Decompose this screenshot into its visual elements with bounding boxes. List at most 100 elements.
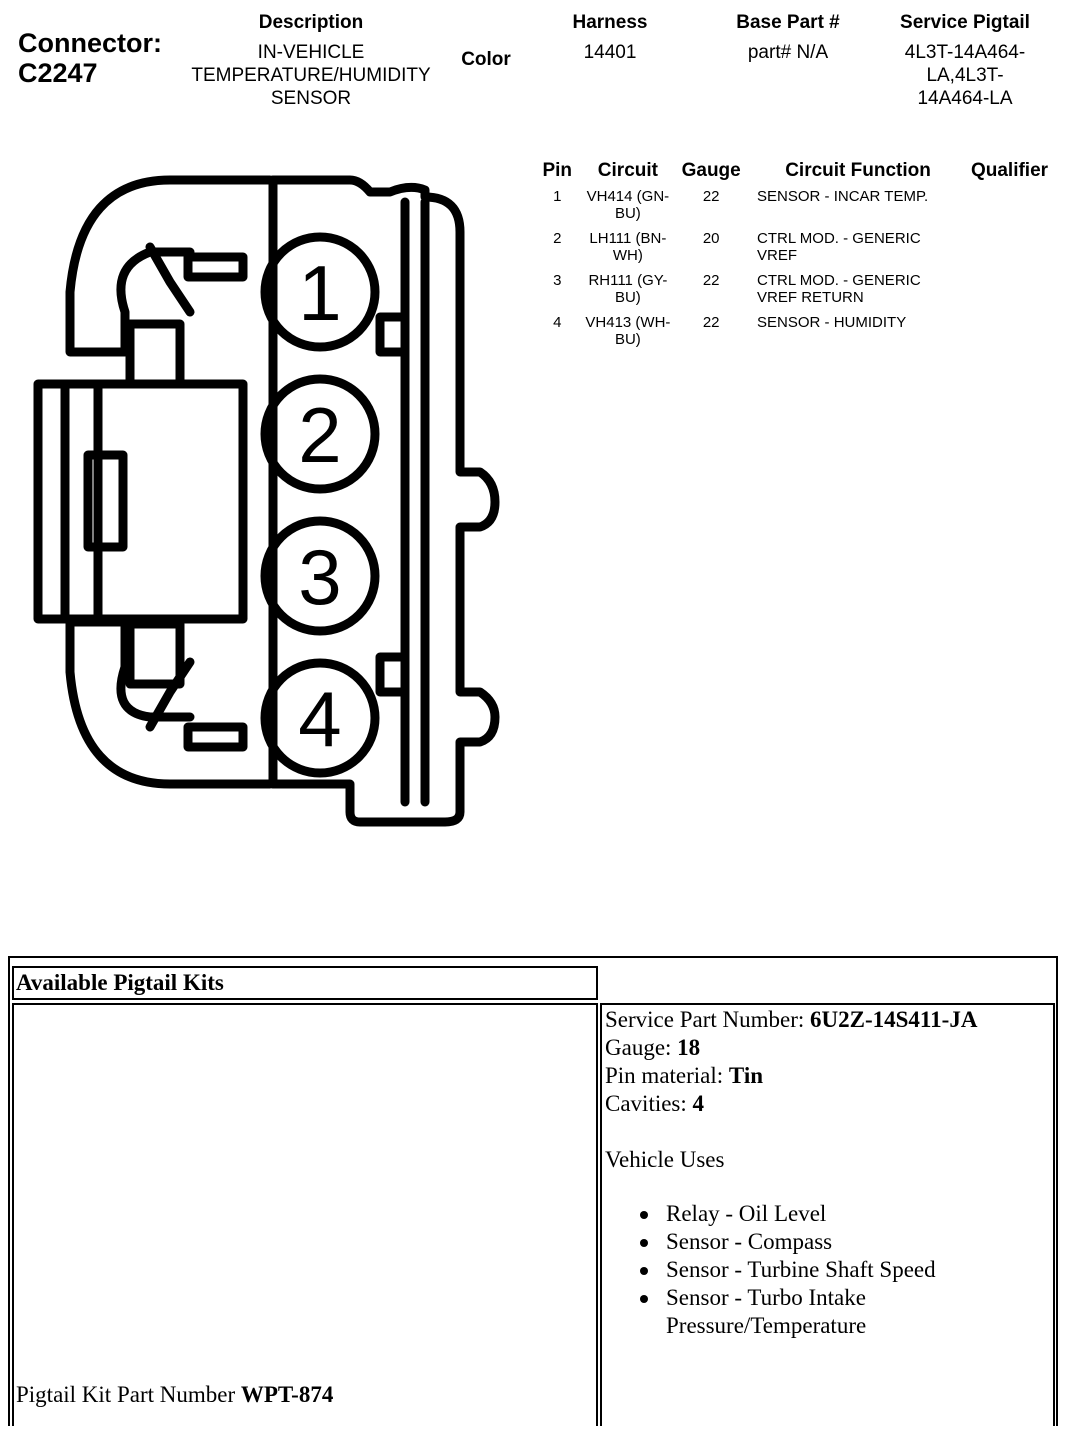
qualifier-cell xyxy=(959,188,1060,230)
pigtail-image-cell xyxy=(12,1003,598,1426)
harness-value: 14401 xyxy=(583,42,637,63)
pin-cell: 1 xyxy=(553,188,562,205)
qualifier-cell xyxy=(959,230,1060,272)
description-line: IN-VEHICLE xyxy=(257,42,365,63)
pin-1-circle xyxy=(260,232,380,352)
color-heading: Color xyxy=(461,49,511,70)
cavities-value: 4 xyxy=(692,1091,705,1116)
pin-material-label: Pin material: xyxy=(605,1063,729,1088)
connector-id: C2247 xyxy=(18,58,98,88)
side-tab xyxy=(375,652,410,697)
upper-hook xyxy=(145,242,195,317)
pigtail-kit-part: Pigtail Kit Part Number WPT-874 xyxy=(16,1382,333,1408)
table-row: 4 VH413 (WH-BU) 22 SENSOR - HUMIDITY xyxy=(532,314,1060,356)
bullet-icon xyxy=(640,1239,648,1247)
harness-heading: Harness xyxy=(572,12,648,33)
vehicle-use-text: Relay - Oil Level xyxy=(666,1201,827,1226)
table-row: 3 RH111 (GY-BU) 22 CTRL MOD. - GENERIC V… xyxy=(532,272,1060,314)
pigtail-section-title: Available Pigtail Kits xyxy=(16,970,224,995)
vehicle-use-text: Sensor - Turbine Shaft Speed xyxy=(666,1257,936,1282)
pin-cell: 4 xyxy=(553,314,562,331)
header-pin: Pin xyxy=(542,160,573,181)
bullet-icon xyxy=(640,1267,648,1275)
circuit-cell: VH414 (GN-BU) xyxy=(586,188,670,222)
service-pigtail-line: LA,4L3T- xyxy=(926,65,1004,86)
list-item: Sensor - Compass xyxy=(640,1228,966,1256)
base-part-value: part# N/A xyxy=(747,42,829,63)
vehicle-use-text: Sensor - Turbo Intake Pressure/Temperatu… xyxy=(666,1285,867,1338)
table-row: 2 LH111 (BN-WH) 20 CTRL MOD. - GENERIC V… xyxy=(532,230,1060,272)
description-value: IN-VEHICLE TEMPERATURE/HUMIDITY SENSOR xyxy=(170,41,452,110)
circuit-cell: VH413 (WH-BU) xyxy=(585,314,671,348)
list-item: Sensor - Turbo Intake Pressure/Temperatu… xyxy=(640,1284,966,1340)
list-item: Relay - Oil Level xyxy=(640,1200,966,1228)
description-line: SENSOR xyxy=(270,88,352,109)
base-part-heading: Base Part # xyxy=(736,12,840,33)
pin-cell: 3 xyxy=(553,272,562,289)
header-gauge: Gauge xyxy=(681,160,741,181)
pigtail-section-frame xyxy=(8,956,1058,1426)
pigtail-info-cell xyxy=(600,1003,1055,1426)
service-pigtail-line: 4L3T-14A464- xyxy=(904,42,1026,63)
qualifier-cell xyxy=(959,314,1060,356)
vehicle-uses-list: Relay - Oil Level Sensor - Compass Senso… xyxy=(640,1200,966,1340)
side-tab xyxy=(375,312,410,357)
cavities-label: Cavities: xyxy=(605,1091,693,1116)
pin-table: Pin Circuit Gauge Circuit Function Quali… xyxy=(532,160,1060,356)
connector-diagram: 1 2 3 4 xyxy=(33,175,500,827)
cavities-line: Cavities: 4 xyxy=(605,1090,977,1118)
gauge-cell: 22 xyxy=(702,314,720,331)
service-part-line: Service Part Number: 6U2Z-14S411-JA xyxy=(605,1006,977,1034)
kit-part-label: Pigtail Kit Part Number xyxy=(16,1382,241,1407)
upper-tab xyxy=(183,252,248,282)
qualifier-cell xyxy=(959,272,1060,314)
list-item: Sensor - Turbine Shaft Speed xyxy=(640,1256,966,1284)
header-qualifier: Qualifier xyxy=(970,160,1049,181)
vehicle-uses-heading: Vehicle Uses xyxy=(605,1147,725,1172)
vehicle-use-text: Sensor - Compass xyxy=(666,1229,833,1254)
description-line: TEMPERATURE/HUMIDITY xyxy=(191,65,431,86)
pin-3-number: 3 xyxy=(298,533,341,621)
function-cell: SENSOR - INCAR TEMP. xyxy=(757,188,929,205)
upper-block xyxy=(125,319,185,389)
pin-4-circle xyxy=(260,658,380,778)
gauge-value: 18 xyxy=(677,1035,701,1060)
gauge-line: Gauge: 18 xyxy=(605,1034,977,1062)
bullet-icon xyxy=(640,1211,648,1219)
header-circuit: Circuit xyxy=(597,160,658,181)
service-pigtail-value: 4L3T-14A464- LA,4L3T- 14A464-LA xyxy=(880,41,1050,110)
function-cell: CTRL MOD. - GENERIC VREF xyxy=(757,230,921,264)
description-heading: Description xyxy=(258,12,364,33)
pin-cell: 2 xyxy=(553,230,562,247)
function-cell: SENSOR - HUMIDITY xyxy=(757,314,907,331)
service-pigtail-line: 14A464-LA xyxy=(917,88,1013,109)
service-part-value: 6U2Z-14S411-JA xyxy=(810,1007,978,1032)
table-row: 1 VH414 (GN-BU) 22 SENSOR - INCAR TEMP. xyxy=(532,188,1060,230)
pin-table-header-row: Pin Circuit Gauge Circuit Function Quali… xyxy=(532,160,1060,188)
function-cell: CTRL MOD. - GENERIC VREF RETURN xyxy=(757,272,921,306)
pigtail-info: Service Part Number: 6U2Z-14S411-JA Gaug… xyxy=(605,1006,977,1174)
pin-2-circle xyxy=(260,374,380,494)
pigtail-title-cell xyxy=(12,966,598,1000)
kit-part-value: WPT-874 xyxy=(240,1382,334,1407)
pin-4-number: 4 xyxy=(298,675,341,763)
lower-block xyxy=(125,619,185,689)
circuit-cell: LH111 (BN-WH) xyxy=(589,230,667,264)
right-housing xyxy=(268,175,500,827)
housing-lower-curve xyxy=(65,617,275,789)
pin-material-line: Pin material: Tin xyxy=(605,1062,977,1090)
pin-material-value: Tin xyxy=(728,1063,764,1088)
gauge-cell: 20 xyxy=(702,230,720,247)
pin-1-number: 1 xyxy=(298,249,341,337)
latch-slot xyxy=(83,450,128,552)
lower-hook xyxy=(145,657,195,732)
pin-2-number: 2 xyxy=(298,391,341,479)
gauge-cell: 22 xyxy=(702,188,720,205)
circuit-cell: RH111 (GY-BU) xyxy=(588,272,668,306)
housing-upper-curve xyxy=(65,175,275,357)
pin-3-circle xyxy=(260,516,380,636)
lower-tab xyxy=(183,722,248,752)
gauge-cell: 22 xyxy=(702,272,720,289)
header-circuit-function: Circuit Function xyxy=(785,160,931,181)
connector-label-prefix: Connector: xyxy=(18,28,162,58)
